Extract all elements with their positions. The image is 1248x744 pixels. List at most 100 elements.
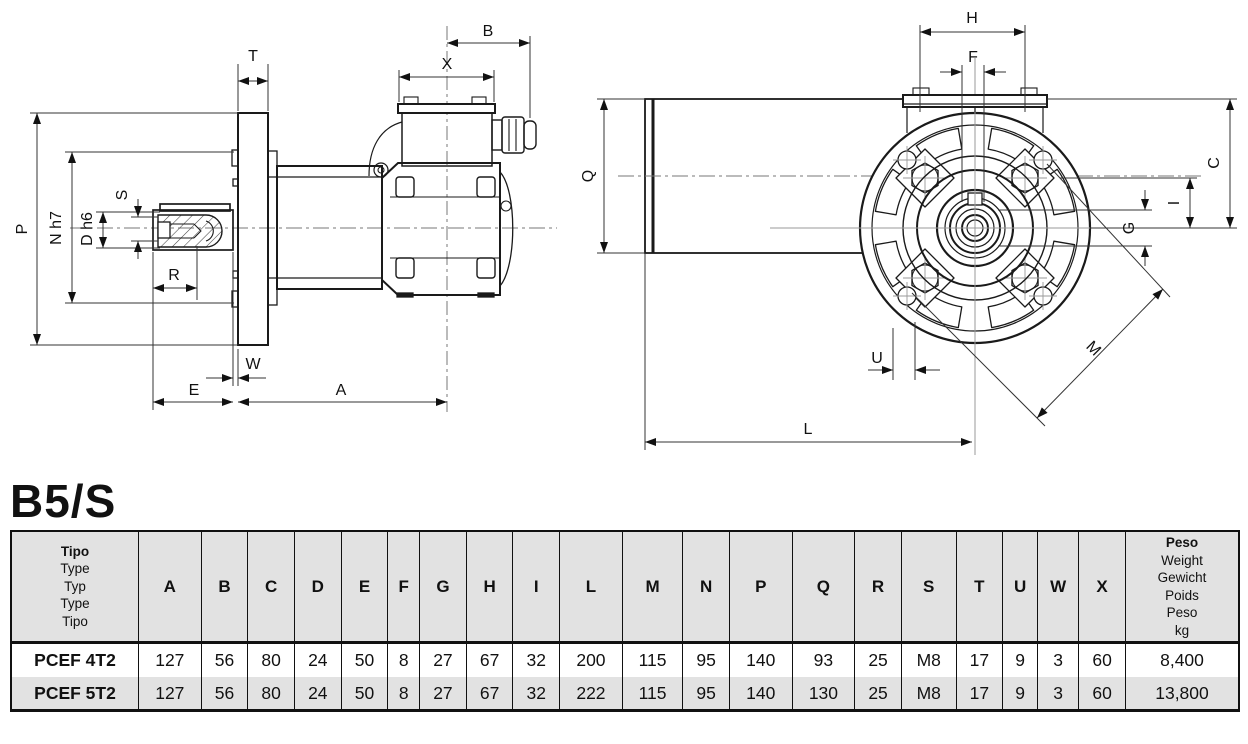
column-header-F: F bbox=[387, 531, 421, 645]
left-view-dimensions bbox=[30, 36, 531, 410]
table-cell: M8 bbox=[900, 642, 957, 677]
table-cell: 56 bbox=[200, 642, 249, 677]
right-view-labels: H F Q C I G U M L bbox=[580, 10, 1223, 438]
dim-label-M: M bbox=[1082, 338, 1103, 359]
dim-label-S: S bbox=[114, 190, 131, 201]
left-view bbox=[70, 26, 557, 412]
dim-label-T: T bbox=[248, 48, 258, 65]
table-cell: 222 bbox=[559, 676, 623, 711]
dim-label-P: P bbox=[14, 224, 31, 235]
table-cell: 9 bbox=[1002, 642, 1039, 677]
table-cell: 67 bbox=[465, 642, 514, 677]
dim-label-A: A bbox=[336, 382, 347, 399]
column-header-Q: Q bbox=[791, 531, 856, 645]
table-cell: 3 bbox=[1037, 642, 1080, 677]
table-cell: 17 bbox=[955, 642, 1004, 677]
lid-screw bbox=[403, 96, 419, 105]
table-cell: 17 bbox=[955, 676, 1004, 711]
tie-bolt bbox=[395, 176, 415, 198]
shaft-key bbox=[159, 203, 231, 212]
drawing-canvas: B X T P N h7 D h6 S R W E A bbox=[14, 10, 1237, 455]
column-header-X: X bbox=[1078, 531, 1126, 645]
dim-label-W: W bbox=[245, 356, 261, 373]
column-header-M: M bbox=[621, 531, 684, 645]
dim-label-U: U bbox=[871, 350, 883, 367]
terminal-box-lid bbox=[397, 103, 496, 114]
column-header-E: E bbox=[340, 531, 389, 645]
column-header-U: U bbox=[1002, 531, 1039, 645]
table-cell: 140 bbox=[728, 642, 793, 677]
table-cell: 60 bbox=[1078, 676, 1126, 711]
column-header-W: W bbox=[1037, 531, 1080, 645]
table-cell: 95 bbox=[682, 642, 730, 677]
dim-label-Q: Q bbox=[580, 170, 597, 182]
eye-bolt bbox=[373, 162, 389, 178]
column-header-B: B bbox=[200, 531, 249, 645]
row-type-label: PCEF 5T2 bbox=[10, 676, 139, 711]
column-header-S: S bbox=[900, 531, 957, 645]
table-cell: M8 bbox=[900, 676, 957, 711]
cable-gland-body bbox=[501, 116, 525, 154]
tie-bolt bbox=[476, 257, 496, 279]
foot bbox=[396, 292, 414, 298]
table-cell: 8 bbox=[387, 676, 421, 711]
column-header-I: I bbox=[512, 531, 561, 645]
dim-label-G: G bbox=[1121, 222, 1138, 234]
technical-drawing: B X T P N h7 D h6 S R W E A bbox=[14, 10, 1237, 455]
table-cell: 115 bbox=[621, 676, 684, 711]
table-cell: 115 bbox=[621, 642, 684, 677]
tapped-hole bbox=[157, 221, 171, 239]
left-view-labels: B X T P N h7 D h6 S R W E A bbox=[14, 23, 493, 399]
shaft-block bbox=[152, 209, 234, 251]
table-cell: 130 bbox=[791, 676, 856, 711]
table-cell: 27 bbox=[419, 642, 467, 677]
weight-cell: 8,400 bbox=[1125, 642, 1240, 677]
dim-label-C: C bbox=[1206, 157, 1223, 169]
table-cell: 24 bbox=[293, 642, 342, 677]
row-type-label: PCEF 4T2 bbox=[10, 642, 139, 677]
bell-arc bbox=[368, 121, 403, 177]
dim-label-R: R bbox=[168, 267, 180, 284]
column-header-A: A bbox=[138, 531, 202, 645]
table-cell: 60 bbox=[1078, 642, 1126, 677]
column-header-P: P bbox=[728, 531, 793, 645]
flange bbox=[237, 112, 269, 346]
weight-cell: 13,800 bbox=[1125, 676, 1240, 711]
tie-bolt bbox=[476, 176, 496, 198]
table-cell: 67 bbox=[465, 676, 514, 711]
table-cell: 200 bbox=[559, 642, 623, 677]
table-cell: 9 bbox=[1002, 676, 1039, 711]
dim-label-I: I bbox=[1166, 201, 1183, 205]
motor-body bbox=[381, 162, 501, 296]
right-view-dimensions bbox=[597, 25, 1237, 450]
flange-notch bbox=[232, 178, 239, 187]
column-header-T: T bbox=[955, 531, 1004, 645]
fan-cover-arc bbox=[499, 171, 514, 287]
dim-label-E: E bbox=[189, 382, 200, 399]
column-header-R: R bbox=[854, 531, 902, 645]
cable-gland-flange bbox=[491, 119, 503, 151]
table-cell: 80 bbox=[247, 676, 295, 711]
table-cell: 25 bbox=[854, 642, 902, 677]
table-cell: 50 bbox=[340, 676, 389, 711]
table-cell: 56 bbox=[200, 676, 249, 711]
dim-label-B: B bbox=[483, 23, 494, 40]
right-view bbox=[618, 58, 1205, 455]
flange-tab bbox=[231, 290, 239, 308]
column-header-N: N bbox=[682, 531, 730, 645]
table-cell: 80 bbox=[247, 642, 295, 677]
shaft-bore-section bbox=[157, 214, 223, 248]
cover-bolt bbox=[500, 200, 512, 212]
foot bbox=[477, 292, 495, 298]
eye-bolt-center bbox=[377, 166, 385, 174]
lid-screw bbox=[1020, 87, 1038, 96]
flange-tab bbox=[231, 149, 239, 167]
table-cell: 24 bbox=[293, 676, 342, 711]
table-cell: 50 bbox=[340, 642, 389, 677]
